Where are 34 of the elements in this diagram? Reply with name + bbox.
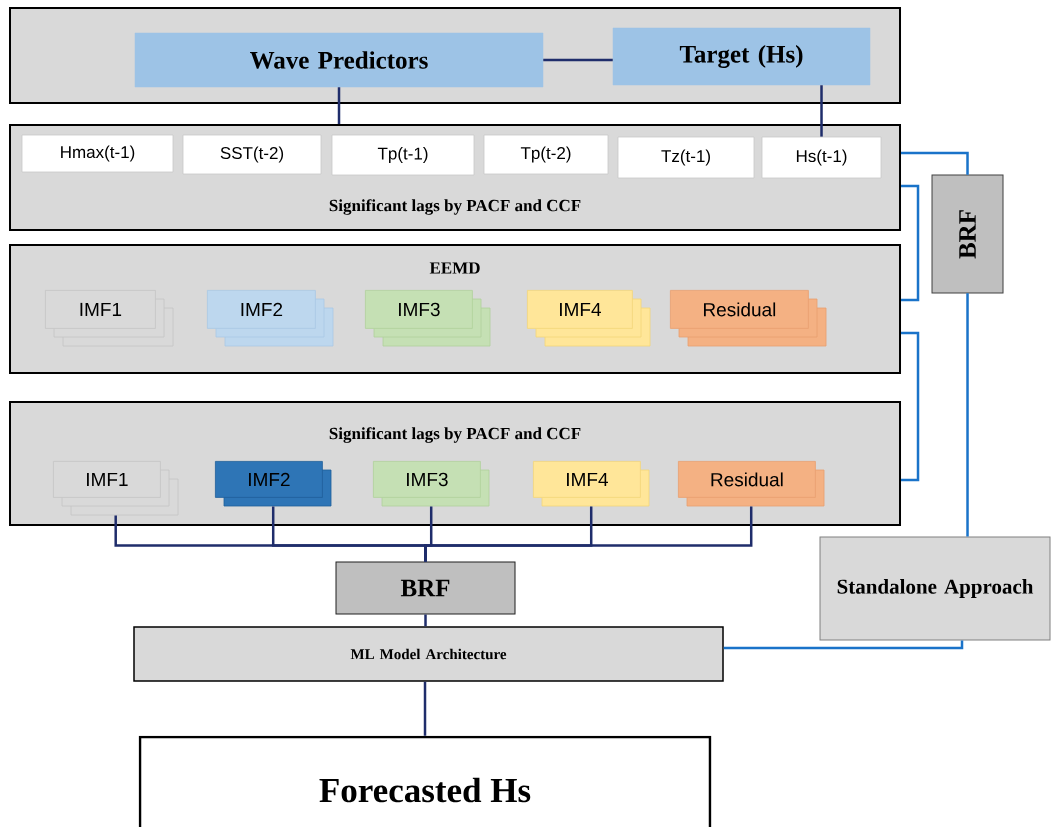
connector — [424, 506, 753, 562]
component-stack: IMF3 — [365, 290, 491, 347]
component-stack: IMF3 — [373, 461, 490, 507]
lag-box: Hmax(t-1) — [21, 134, 174, 173]
target-box: Target (Hs) — [612, 27, 871, 86]
component-stack: Residual — [670, 290, 827, 347]
lag-box: Tp(t-1) — [331, 134, 475, 176]
component-stack: Residual — [678, 461, 825, 507]
component-stack: IMF2 — [207, 290, 334, 347]
component-stack: IMF1 — [53, 461, 179, 516]
lag-box: SST(t-2) — [182, 134, 322, 175]
component-stack: IMF4 — [533, 461, 650, 507]
component-stack: IMF4 — [527, 290, 651, 347]
connector — [901, 331, 920, 482]
predictor-box: Wave Predictors — [134, 32, 544, 88]
lag-box: Tp(t-2) — [483, 134, 609, 175]
output-box: Forecasted Hs — [138, 735, 712, 827]
lag-box: Tz(t-1) — [617, 136, 755, 179]
connector — [337, 87, 341, 124]
component-stack: IMF1 — [45, 290, 174, 347]
connector — [423, 681, 427, 736]
connector — [723, 640, 964, 650]
architecture-box: ML Model Architecture — [133, 626, 724, 682]
lag-box: Hs(t-1) — [761, 136, 882, 179]
connector — [424, 614, 427, 627]
connector — [820, 85, 823, 137]
connector — [543, 58, 613, 62]
connector — [966, 293, 969, 537]
connector — [901, 184, 920, 302]
model-box: BRF — [335, 561, 516, 615]
component-stack: IMF2 — [215, 461, 332, 507]
connector — [901, 151, 969, 175]
approach-box: Standalone Approach — [819, 536, 1051, 641]
model-box: BRF — [931, 174, 1004, 294]
